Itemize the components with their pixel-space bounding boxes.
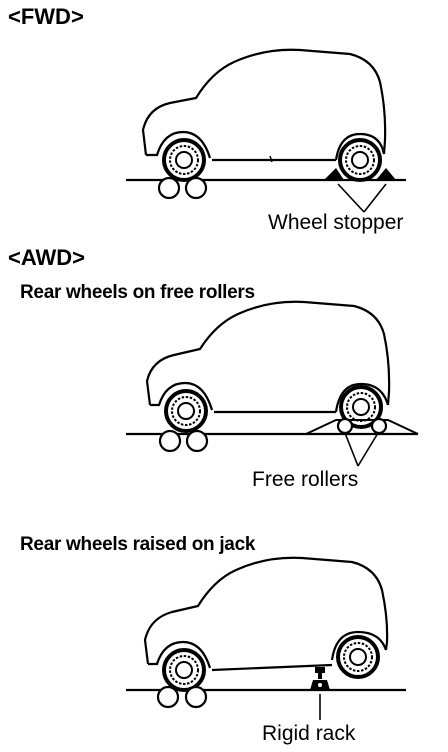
rigid-rack-label: Rigid rack [262,722,356,745]
fwd-dyno-rollers [157,176,208,200]
jack-caption: Rear wheels raised on jack [20,534,256,555]
jack-front-wheel [162,648,206,692]
rollers-car [145,300,391,414]
jack-dyno-rollers [156,685,208,709]
jack-rear-wheel [336,635,380,679]
wheel-stopper [324,168,396,180]
free-rollers-stand [305,417,419,435]
free-rollers-caption: Rear wheels on free rollers [20,282,255,303]
free-rollers-leader [344,432,379,467]
wheel-stopper-label: Wheel stopper [268,211,404,234]
awd-heading: <AWD> [8,245,86,270]
rigid-rack [310,667,330,690]
rollers-front-wheel [164,389,208,433]
fwd-heading: <FWD> [8,4,84,29]
jack-car [143,556,389,672]
rollers-rear-wheel [339,385,383,429]
rollers-dyno-rollers [158,429,209,453]
fwd-car [141,48,387,163]
free-rollers-label: Free rollers [252,468,359,491]
wheel-stopper-leader [337,183,387,213]
